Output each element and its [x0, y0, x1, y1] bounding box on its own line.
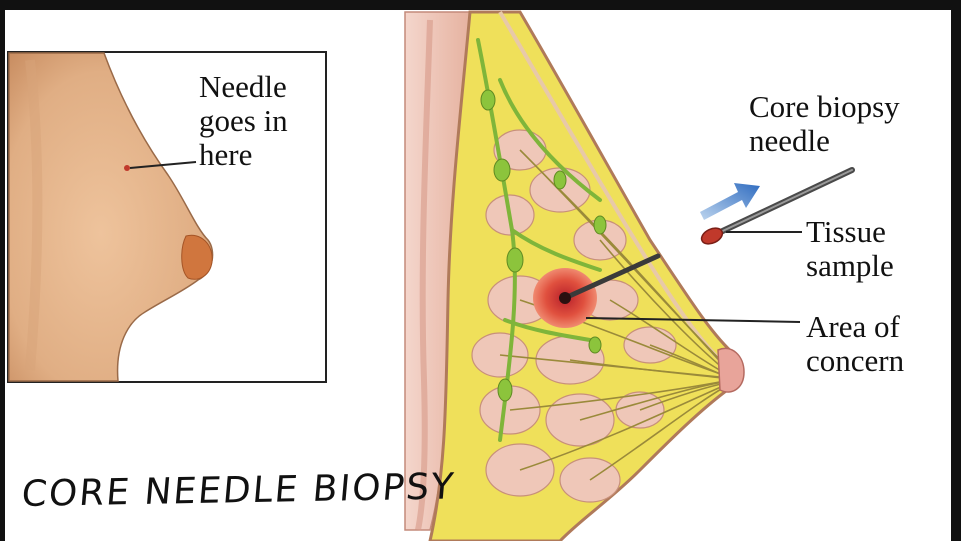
breast-cross-section [405, 12, 744, 541]
core-biopsy-needle-label: Core biopsy needle [749, 90, 900, 158]
needle-entry-label: Needle goes in here [199, 70, 288, 172]
tissue-sample [699, 225, 725, 247]
needle-entry-point [124, 165, 130, 171]
tissue-sample-label: Tissue sample [806, 215, 894, 283]
nipple-cross-section [718, 348, 744, 392]
caption: CORE NEEDLE BIOPSY [20, 466, 457, 515]
area-of-concern-label: Area of concern [806, 310, 904, 378]
